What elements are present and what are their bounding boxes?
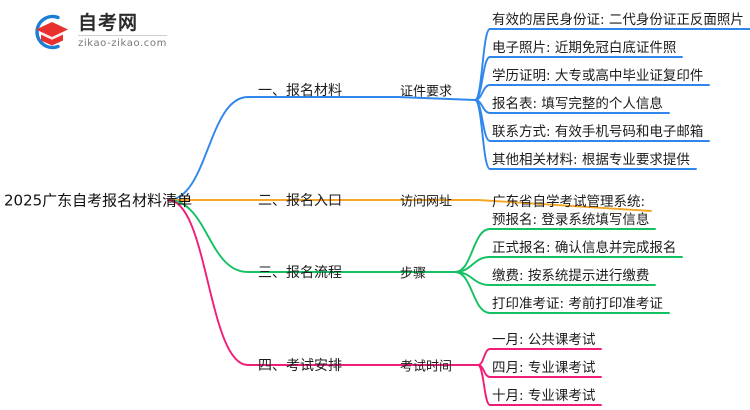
leaf-process-3: 打印准考证: 考前打印准考证: [492, 296, 663, 312]
sub-label-process: 步骤: [400, 266, 427, 282]
root-node: 2025广东自考报名材料清单: [4, 191, 193, 210]
leaf-exam-2: 十月: 专业课考试: [492, 388, 596, 404]
logo-subtitle: zikao-zikao.com: [78, 38, 167, 49]
sub-label-entry: 访问网址: [400, 194, 453, 210]
site-logo: 自考网 zikao-zikao.com: [28, 11, 167, 53]
branch-label-process: 三、报名流程: [258, 265, 342, 281]
graduation-cap-logo: [28, 12, 72, 52]
leaf-process-1: 正式报名: 确认信息并完成报名: [492, 240, 677, 256]
leaf-materials-2: 学历证明: 大专或高中毕业证复印件: [492, 68, 704, 84]
leaf-exam-1: 四月: 专业课考试: [492, 360, 596, 376]
leaf-materials-0: 有效的居民身份证: 二代身份证正反面照片: [492, 12, 744, 28]
logo-title: 自考网: [78, 13, 167, 36]
sub-label-exam: 考试时间: [400, 359, 453, 375]
leaf-materials-1: 电子照片: 近期免冠白底证件照: [492, 40, 677, 56]
leaf-materials-3: 报名表: 填写完整的个人信息: [492, 96, 663, 112]
logo-text-block: 自考网 zikao-zikao.com: [78, 12, 167, 52]
leaf-materials-5: 其他相关材料: 根据专业要求提供: [492, 152, 690, 168]
leaf-exam-0: 一月: 公共课考试: [492, 332, 596, 348]
sub-label-materials: 证件要求: [400, 84, 453, 100]
leaf-entry-0: 广东省自学考试管理系统:: [492, 194, 646, 210]
branch-label-materials: 一、报名材料: [258, 83, 342, 99]
leaf-process-0: 预报名: 登录系统填写信息: [492, 212, 650, 228]
leaf-materials-4: 联系方式: 有效手机号码和电子邮箱: [492, 124, 704, 140]
leaf-process-2: 缴费: 按系统提示进行缴费: [492, 268, 650, 284]
branch-label-exam: 四、考试安排: [258, 358, 342, 374]
branch-label-entry: 二、报名入口: [258, 193, 342, 209]
